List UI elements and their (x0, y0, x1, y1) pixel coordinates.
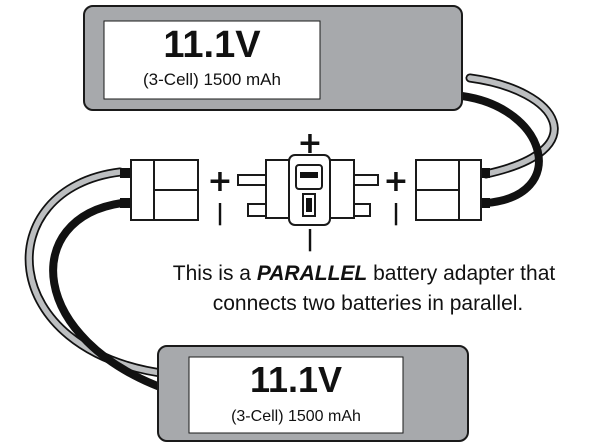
positive-sign-top: + (297, 126, 322, 161)
battery-top: 11.1V (3-Cell) 1500 mAh (83, 5, 463, 111)
caption: This is a PARALLEL battery adapter that … (173, 262, 556, 315)
parallel-adapter (237, 154, 379, 226)
wire-top-black (458, 92, 543, 207)
battery-top-spec: (3-Cell) 1500 mAh (143, 70, 281, 89)
battery-bottom: 11.1V (3-Cell) 1500 mAh (157, 345, 469, 442)
negative-sign-bottom: | (306, 227, 314, 252)
wire-top-gray (465, 73, 559, 179)
negative-sign-right: | (392, 201, 400, 226)
positive-sign-right: + (383, 164, 408, 199)
caption-line-1-emphasis: PARALLEL (257, 262, 367, 285)
connector-right (415, 159, 490, 221)
negative-sign-left: | (216, 201, 224, 226)
caption-line-1-before: This is a (173, 262, 257, 285)
connector-left (120, 159, 199, 221)
battery-bottom-voltage: 11.1V (250, 359, 342, 400)
positive-sign-left: + (207, 164, 232, 199)
caption-line-2: connects two batteries in parallel. (213, 292, 524, 315)
caption-line-1: This is a PARALLEL battery adapter that (173, 262, 556, 285)
battery-bottom-spec: (3-Cell) 1500 mAh (231, 408, 361, 425)
caption-line-1-after: battery adapter that (367, 262, 555, 285)
polarity-markers: + | + | + | (207, 126, 408, 252)
battery-top-label-panel (103, 20, 321, 100)
battery-bottom-label-panel (188, 356, 404, 434)
wire-bottom-black (49, 199, 172, 394)
battery-top-voltage: 11.1V (163, 24, 261, 66)
